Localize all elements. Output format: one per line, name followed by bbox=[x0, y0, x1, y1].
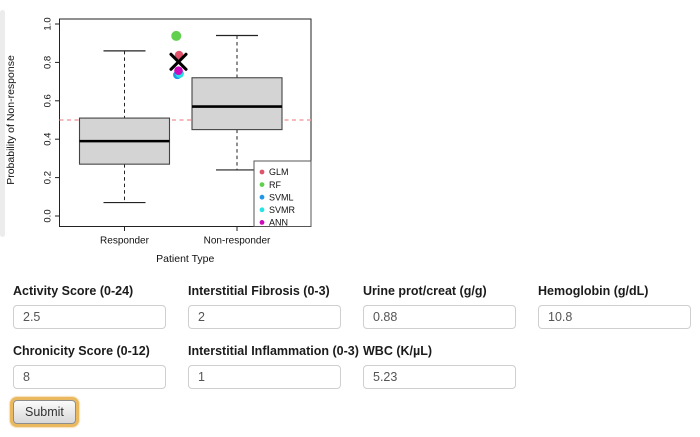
field-hemoglobin: Hemoglobin (g/dL) bbox=[538, 284, 698, 329]
svg-text:0.6: 0.6 bbox=[43, 94, 54, 107]
svg-text:RF: RF bbox=[269, 180, 281, 190]
activity-score-label: Activity Score (0-24) bbox=[13, 284, 134, 298]
field-chronicity-score: Chronicity Score (0-12) bbox=[13, 344, 173, 389]
urine-prot-creat-input[interactable] bbox=[363, 305, 516, 329]
interstitial-inflammation-label: Interstitial Inflammation (0-3) bbox=[188, 344, 359, 358]
hemoglobin-input[interactable] bbox=[538, 305, 691, 329]
svg-text:SVML: SVML bbox=[269, 192, 294, 202]
svg-text:Probability of Non-response: Probability of Non-response bbox=[5, 55, 17, 185]
panel-edge bbox=[0, 10, 5, 237]
model-markers bbox=[169, 30, 188, 80]
svg-text:GLM: GLM bbox=[269, 167, 289, 177]
hemoglobin-label: Hemoglobin (g/dL) bbox=[538, 284, 649, 298]
svg-text:Patient Type: Patient Type bbox=[156, 253, 214, 265]
urine-prot-creat-label: Urine prot/creat (g/g) bbox=[363, 284, 487, 298]
activity-score-input[interactable] bbox=[13, 305, 166, 329]
svg-text:Non-responder: Non-responder bbox=[204, 236, 271, 247]
field-urine-prot-creat: Urine prot/creat (g/g) bbox=[363, 284, 523, 329]
interstitial-fibrosis-input[interactable] bbox=[188, 305, 341, 329]
box-responder bbox=[78, 50, 171, 204]
svg-text:0.8: 0.8 bbox=[43, 56, 54, 69]
plot-frame bbox=[59, 18, 312, 227]
field-interstitial-inflammation: Interstitial Inflammation (0-3) bbox=[188, 344, 359, 389]
field-interstitial-fibrosis: Interstitial Fibrosis (0-3) bbox=[188, 284, 348, 329]
chronicity-score-input[interactable] bbox=[13, 365, 166, 389]
svg-text:Responder: Responder bbox=[100, 236, 150, 247]
interstitial-fibrosis-label: Interstitial Fibrosis (0-3) bbox=[188, 284, 330, 298]
field-wbc: WBC (K/µL) bbox=[363, 344, 523, 389]
svg-text:SVMR: SVMR bbox=[269, 205, 296, 215]
chronicity-score-label: Chronicity Score (0-12) bbox=[13, 344, 150, 358]
box-non-responder bbox=[191, 34, 283, 171]
submit-button[interactable]: Submit bbox=[13, 400, 76, 424]
wbc-input[interactable] bbox=[363, 365, 516, 389]
interstitial-inflammation-input[interactable] bbox=[188, 365, 341, 389]
svg-text:ANN: ANN bbox=[269, 218, 288, 228]
chart-legend: GLM RF SVML SVMR ANN bbox=[253, 160, 312, 228]
svg-text:1.0: 1.0 bbox=[43, 17, 54, 30]
wbc-label: WBC (K/µL) bbox=[363, 344, 432, 358]
svg-text:0.2: 0.2 bbox=[43, 171, 54, 184]
svg-text:0.4: 0.4 bbox=[43, 133, 54, 146]
field-activity-score: Activity Score (0-24) bbox=[13, 284, 173, 329]
svg-text:0.0: 0.0 bbox=[43, 209, 54, 222]
